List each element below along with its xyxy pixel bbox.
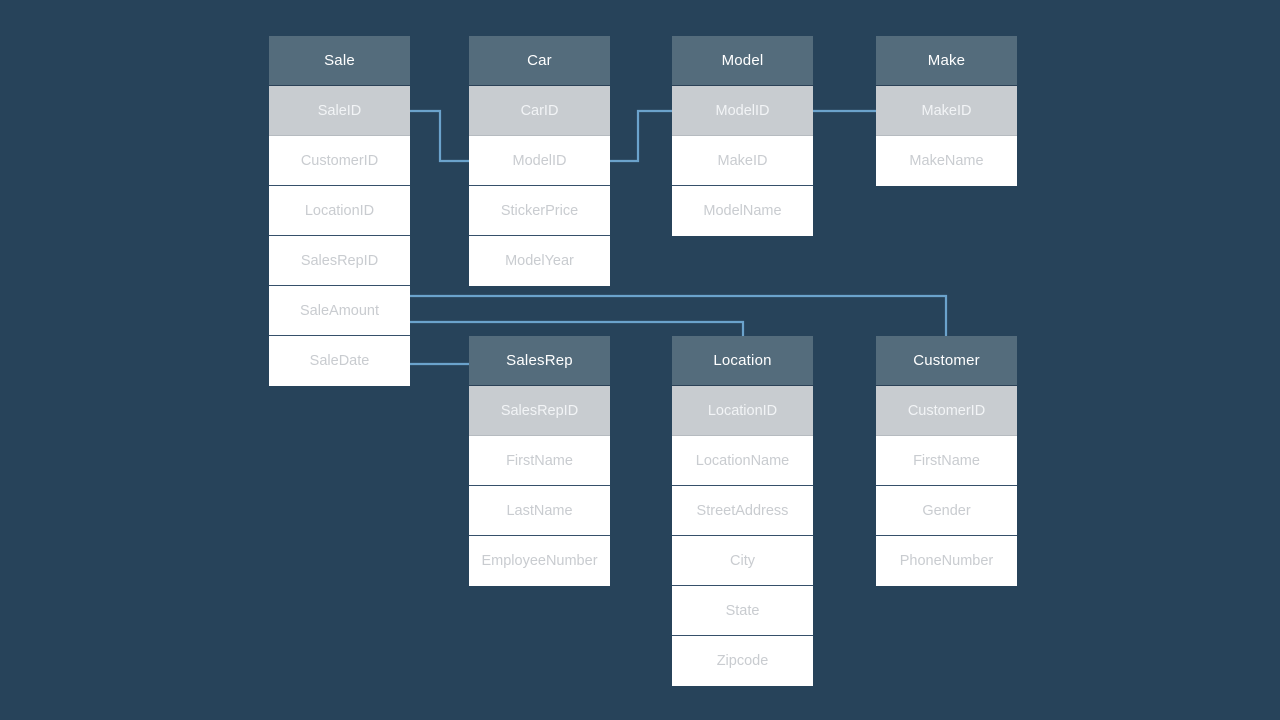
field-car-modelid[interactable]: ModelID	[469, 136, 610, 186]
entity-title-car: Car	[469, 36, 610, 86]
relationship-line-sale-car	[408, 109, 472, 163]
primary-key-field-salesrep-salesrepid[interactable]: SalesRepID	[469, 386, 610, 436]
entity-title-salesrep: SalesRep	[469, 336, 610, 386]
field-model-modelname[interactable]: ModelName	[672, 186, 813, 236]
field-model-makeid[interactable]: MakeID	[672, 136, 813, 186]
field-location-state[interactable]: State	[672, 586, 813, 636]
primary-key-field-make-makeid[interactable]: MakeID	[876, 86, 1017, 136]
entity-title-model: Model	[672, 36, 813, 86]
field-location-city[interactable]: City	[672, 536, 813, 586]
field-customer-firstname[interactable]: FirstName	[876, 436, 1017, 486]
field-customer-phonenumber[interactable]: PhoneNumber	[876, 536, 1017, 586]
primary-key-field-car-carid[interactable]: CarID	[469, 86, 610, 136]
field-salesrep-employeenumber[interactable]: EmployeeNumber	[469, 536, 610, 586]
primary-key-field-customer-customerid[interactable]: CustomerID	[876, 386, 1017, 436]
field-sale-locationid[interactable]: LocationID	[269, 186, 410, 236]
field-sale-customerid[interactable]: CustomerID	[269, 136, 410, 186]
primary-key-field-sale-saleid[interactable]: SaleID	[269, 86, 410, 136]
primary-key-field-location-locationid[interactable]: LocationID	[672, 386, 813, 436]
primary-key-field-model-modelid[interactable]: ModelID	[672, 86, 813, 136]
field-sale-saledate[interactable]: SaleDate	[269, 336, 410, 386]
field-car-stickerprice[interactable]: StickerPrice	[469, 186, 610, 236]
entity-title-make: Make	[876, 36, 1017, 86]
relationship-line-sale-location	[408, 320, 745, 338]
field-customer-gender[interactable]: Gender	[876, 486, 1017, 536]
field-sale-salesrepid[interactable]: SalesRepID	[269, 236, 410, 286]
entity-title-sale: Sale	[269, 36, 410, 86]
field-sale-saleamount[interactable]: SaleAmount	[269, 286, 410, 336]
field-location-locationname[interactable]: LocationName	[672, 436, 813, 486]
entity-title-location: Location	[672, 336, 813, 386]
field-salesrep-lastname[interactable]: LastName	[469, 486, 610, 536]
relationship-line-car-model	[608, 109, 674, 163]
field-location-streetaddress[interactable]: StreetAddress	[672, 486, 813, 536]
field-car-modelyear[interactable]: ModelYear	[469, 236, 610, 286]
entity-title-customer: Customer	[876, 336, 1017, 386]
relationship-line-sale-customer	[408, 294, 948, 338]
field-location-zipcode[interactable]: Zipcode	[672, 636, 813, 686]
field-salesrep-firstname[interactable]: FirstName	[469, 436, 610, 486]
field-make-makename[interactable]: MakeName	[876, 136, 1017, 186]
